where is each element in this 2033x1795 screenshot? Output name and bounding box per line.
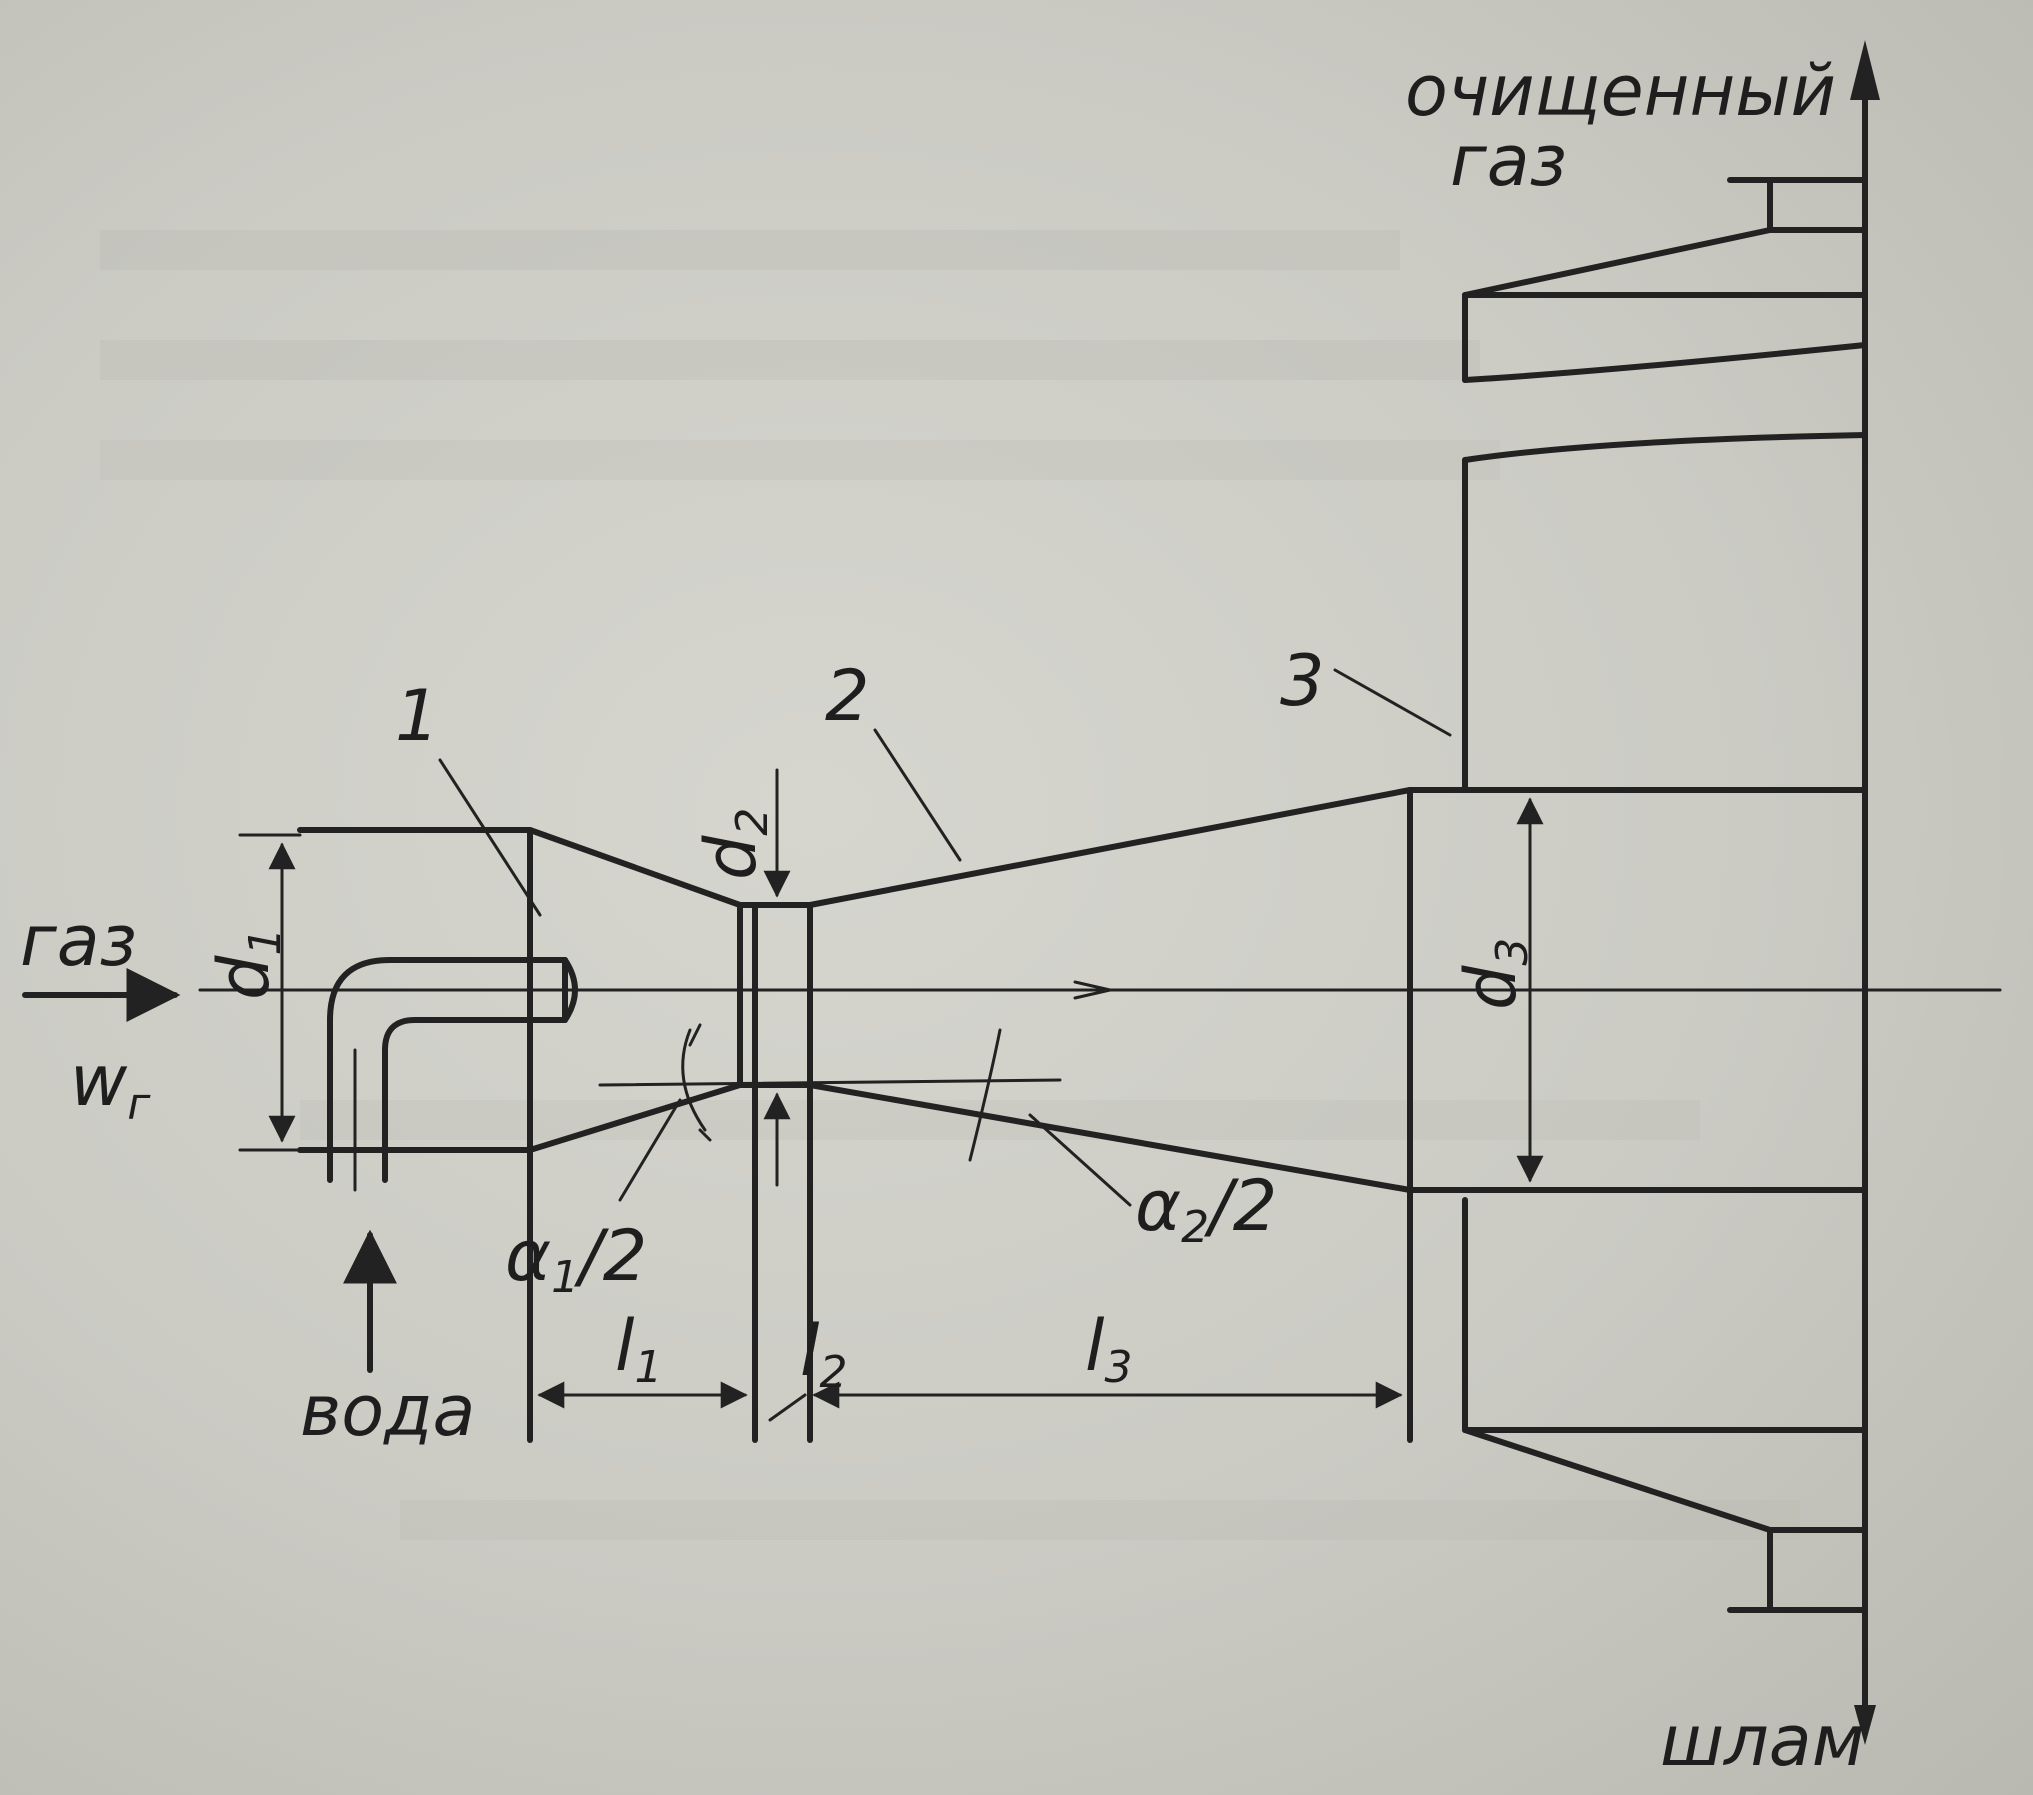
- bleed-through-text: [100, 230, 1800, 1540]
- label-clean-gas-line2: газ: [1450, 120, 1567, 202]
- angle-marks: [598, 1023, 1132, 1207]
- separator-body: [1462, 40, 1880, 1745]
- dimension-lengths: [537, 1381, 1403, 1422]
- flow-arrow-center: [1073, 980, 1111, 1000]
- label-l3: l3: [1085, 1305, 1132, 1393]
- dimension-d1: [238, 833, 302, 1152]
- leader-2: [873, 728, 962, 862]
- label-l1: l1: [615, 1305, 662, 1393]
- svg-text:d3: d3: [1450, 938, 1538, 1010]
- label-water: вода: [300, 1370, 475, 1452]
- label-alpha1: α1/2: [505, 1215, 647, 1303]
- spray-nozzle: [327, 957, 578, 1192]
- label-gas-velocity: wг: [70, 1040, 151, 1130]
- leader-3: [1333, 668, 1452, 737]
- part-number-2: 2: [825, 655, 870, 737]
- sludge-arrow: [1854, 1705, 1876, 1745]
- leader-1: [438, 758, 542, 917]
- venturi-tube: [297, 787, 1868, 1443]
- label-alpha2: α2/2: [1135, 1165, 1277, 1253]
- svg-text:d2: d2: [690, 808, 778, 880]
- part-number-3: 3: [1280, 640, 1325, 722]
- label-d2: d2: [690, 808, 778, 880]
- part-number-1: 1: [395, 675, 440, 757]
- svg-text:d1: d1: [203, 928, 291, 1000]
- label-gas-in: газ: [20, 900, 137, 982]
- label-l2: l2: [800, 1310, 847, 1398]
- label-clean-gas-line1: очищенный: [1405, 50, 1836, 132]
- clean-gas-arrow: [1850, 40, 1880, 100]
- label-d3: d3: [1450, 938, 1538, 1010]
- label-d1: d1: [203, 928, 291, 1000]
- label-sludge: шлам: [1660, 1700, 1865, 1782]
